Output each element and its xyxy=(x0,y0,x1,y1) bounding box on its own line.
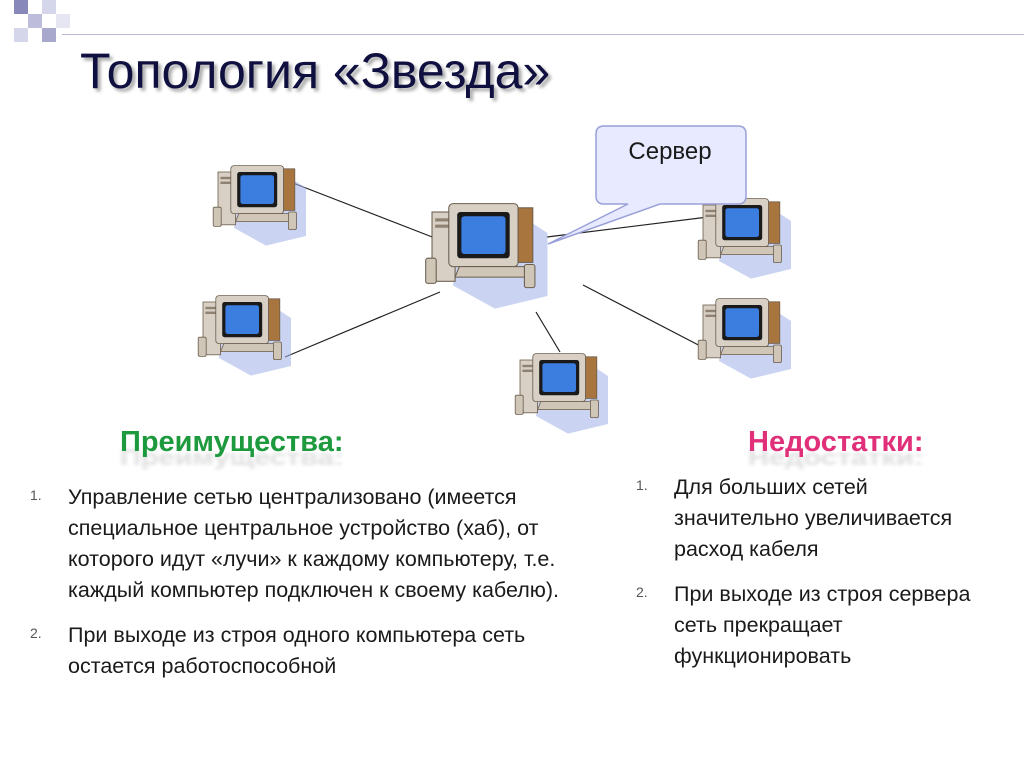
list-item-text: При выходе из строя одного компьютера се… xyxy=(68,623,526,678)
list-item: 2. При выходе из строя одного компьютера… xyxy=(30,620,565,682)
server-icon xyxy=(425,203,549,310)
advantages-heading: Преимущества: Преимущества: xyxy=(120,426,344,470)
decor-square xyxy=(14,0,28,14)
header-rule xyxy=(62,34,1024,35)
advantages-heading-shadow: Преимущества: xyxy=(120,446,344,471)
list-item: 1. Управление сетью централизовано (имее… xyxy=(30,482,565,606)
decor-square xyxy=(42,28,56,42)
workstation-icon xyxy=(212,165,307,247)
list-number: 1. xyxy=(30,487,42,503)
decor-square xyxy=(42,0,56,14)
list-item-text: При выходе из строя сервера сеть прекращ… xyxy=(674,582,971,668)
list-item-text: Управление сетью централизовано (имеется… xyxy=(68,485,560,602)
cable-line xyxy=(582,284,709,351)
list-item: 1. Для больших сетей значительно увеличи… xyxy=(636,472,996,565)
disadvantages-list: 1. Для больших сетей значительно увеличи… xyxy=(636,472,996,686)
list-number: 1. xyxy=(636,477,648,493)
list-item-text: Для больших сетей значительно увеличивае… xyxy=(674,475,953,561)
workstation-icon xyxy=(697,298,792,380)
header-decoration xyxy=(0,0,1024,48)
disadvantages-heading-shadow: Недостатки: xyxy=(748,446,924,471)
cable-line xyxy=(535,311,561,353)
decor-square xyxy=(14,28,28,42)
decor-square xyxy=(56,14,70,28)
list-item: 2. При выходе из строя сервера сеть прек… xyxy=(636,579,996,672)
server-callout-label: Сервер xyxy=(628,138,712,165)
list-number: 2. xyxy=(636,584,648,600)
workstation-icon xyxy=(697,198,792,280)
advantages-heading-text: Преимущества: xyxy=(120,426,344,458)
workstation-icon xyxy=(514,353,609,435)
workstation-icon xyxy=(197,295,292,377)
disadvantages-heading: Недостатки: Недостатки: xyxy=(748,426,924,470)
cable-line xyxy=(284,291,441,358)
decor-square xyxy=(28,14,42,28)
disadvantages-heading-text: Недостатки: xyxy=(748,426,924,458)
slide-title: Топология «Звезда» xyxy=(80,43,551,99)
cable-line xyxy=(292,182,441,241)
advantages-list: 1. Управление сетью централизовано (имее… xyxy=(30,482,565,696)
list-number: 2. xyxy=(30,625,42,641)
server-callout-bubble xyxy=(547,125,747,245)
